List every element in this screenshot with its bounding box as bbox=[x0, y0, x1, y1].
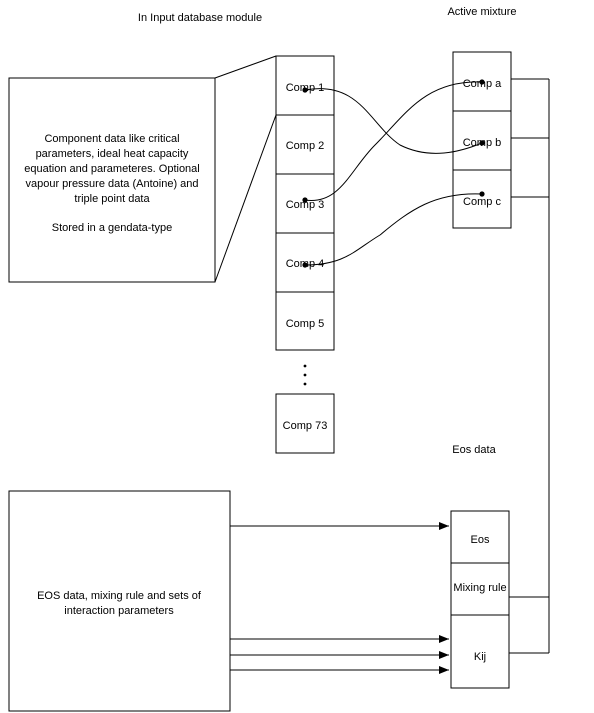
mapping-links bbox=[302, 79, 485, 268]
db-comp-3-box bbox=[275, 173, 335, 234]
db-comp-3-label: Comp 3 bbox=[286, 199, 325, 211]
panel-connector-top bbox=[214, 55, 277, 79]
dot-comp-c bbox=[479, 191, 485, 197]
dot-comp-3 bbox=[302, 197, 308, 203]
link-comp4-compc bbox=[304, 193, 483, 266]
panel-connector-bottom bbox=[214, 114, 277, 283]
db-comp-2-label: Comp 2 bbox=[286, 140, 325, 152]
db-comp-5-box bbox=[275, 291, 335, 351]
db-comp-1-box bbox=[275, 55, 335, 116]
dot-comp-b bbox=[479, 140, 485, 146]
heading-active-mixture: Active mixture bbox=[447, 6, 516, 18]
kij-label: Kij bbox=[474, 651, 486, 663]
mix-comp-c-label: Comp c bbox=[463, 196, 501, 208]
mix-comp-c-box bbox=[452, 169, 512, 229]
db-comp-5-label: Comp 5 bbox=[286, 318, 325, 330]
database-column: Comp 1 Comp 2 Comp 3 Comp 4 Comp 5 bbox=[275, 55, 335, 351]
component-panel-line-3: equation and parameteres. Optional bbox=[24, 163, 200, 175]
db-comp-73-label: Comp 73 bbox=[283, 420, 328, 432]
component-panel-line-4: vapour pressure data (Antoine) and bbox=[25, 178, 198, 190]
eos-box bbox=[450, 510, 510, 564]
db-comp-2-box bbox=[275, 114, 335, 175]
database-ellipsis bbox=[303, 364, 307, 386]
heading-eos-data: Eos data bbox=[452, 444, 496, 456]
right-bus bbox=[509, 78, 550, 654]
component-panel-line-6: Stored in a gendata-type bbox=[52, 222, 172, 234]
eos-arrows bbox=[230, 522, 449, 674]
link-comp3-compa bbox=[304, 81, 483, 201]
component-panel-line-1: Component data like critical bbox=[44, 133, 179, 145]
kij-box bbox=[450, 614, 510, 689]
component-panel-line-5: triple point data bbox=[74, 193, 150, 205]
db-comp-73-box bbox=[275, 393, 335, 454]
mixture-column: Comp a Comp b Comp c bbox=[452, 51, 512, 229]
mixing-rule-label: Mixing rule bbox=[453, 582, 506, 594]
link-comp1-compb bbox=[304, 88, 483, 154]
heading-input-module: In Input database module bbox=[138, 12, 262, 24]
dot-comp-4 bbox=[302, 262, 308, 268]
eos-panel-line-1: EOS data, mixing rule and sets of bbox=[37, 590, 202, 602]
eos-label: Eos bbox=[471, 534, 490, 546]
eos-data-panel bbox=[8, 490, 231, 712]
dot-comp-1 bbox=[302, 87, 308, 93]
dot-comp-a bbox=[479, 79, 485, 85]
component-panel-line-2: parameters, ideal heat capacity bbox=[36, 148, 189, 160]
eos-column: Eos Mixing rule Kij bbox=[450, 510, 510, 689]
eos-panel-line-2: interaction parameters bbox=[64, 605, 174, 617]
component-data-panel bbox=[8, 77, 216, 283]
